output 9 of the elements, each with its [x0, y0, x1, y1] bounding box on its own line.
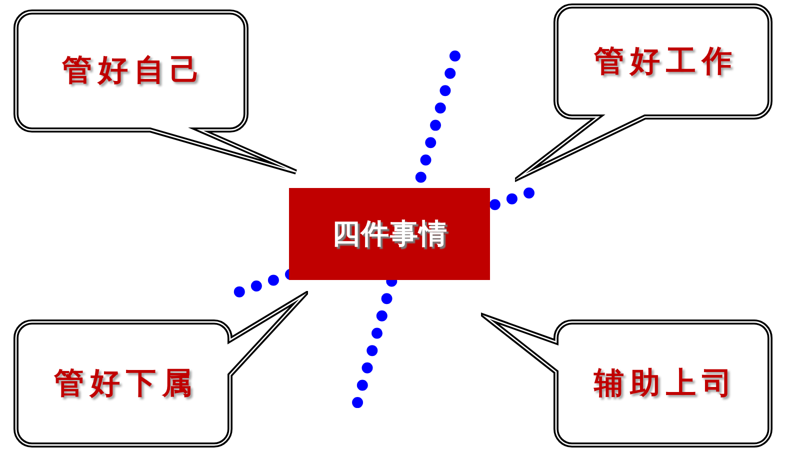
callout-text: 辅助上司 [592, 366, 738, 402]
callout-text: 管好工作 [592, 44, 738, 80]
speech-bubble [481, 312, 775, 450]
title-box [289, 188, 490, 280]
speech-bubble [515, 1, 775, 182]
speech-bubble [11, 291, 308, 450]
callout-text: 管好自己 [60, 53, 206, 89]
callout-text: 管好下属 [52, 366, 198, 402]
title-text: 四件事情 [331, 217, 448, 251]
